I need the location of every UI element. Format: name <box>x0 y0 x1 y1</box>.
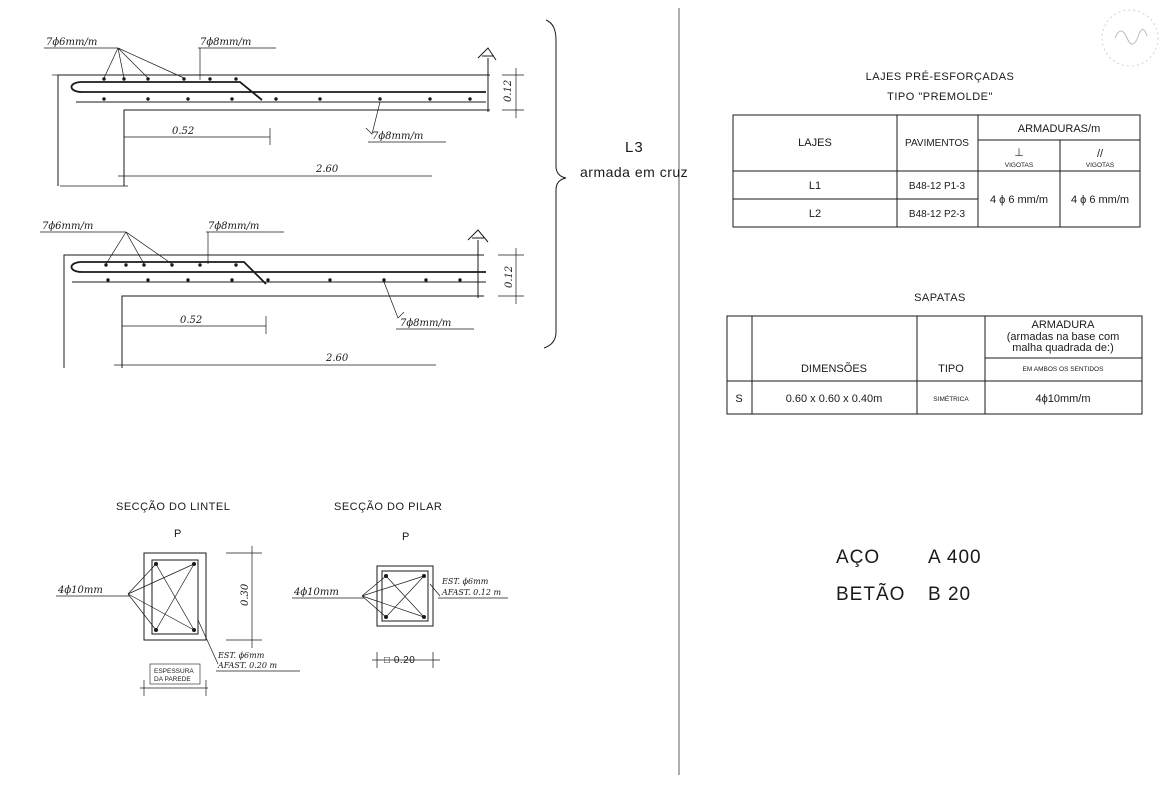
col-armaduras: ARMADURAS/m <box>1018 123 1101 135</box>
lintel-title: SECÇÃO DO LINTEL <box>116 500 230 513</box>
pillar-section: SECÇÃO DO PILAR P 4ϕ10mm EST. ϕ6mm AFAST… <box>292 500 508 668</box>
slabs-table-subtitle: TIPO "PREMOLDE" <box>887 91 993 103</box>
lintel-bars: 4ϕ10mm <box>57 585 103 596</box>
lintel-section: SECÇÃO DO LINTEL P 4ϕ10mm 0.30 EST. ϕ6mm… <box>56 500 300 696</box>
dim-thickness: 0.12 <box>504 266 515 288</box>
steel-label: AÇO <box>836 547 880 568</box>
concrete-label: BETÃO <box>836 583 905 605</box>
pillar-mark: P <box>402 531 410 543</box>
col-tipo: TIPO <box>938 363 964 375</box>
col-armadura: ARMADURA <box>1032 319 1096 331</box>
armadura-par: 4 ϕ 6 mm/m <box>1071 194 1129 206</box>
col-dimensoes: DIMENSÕES <box>801 362 867 375</box>
par-symbol: // <box>1097 148 1104 160</box>
steel-value: A 400 <box>928 547 982 568</box>
col-armadura-note-2: malha quadrada de:) <box>1012 342 1114 354</box>
slab-brace: L3 armada em cruz <box>543 19 688 349</box>
materials: AÇO A 400 BETÃO B 20 <box>836 547 982 605</box>
col-lajes: LAJES <box>798 137 832 149</box>
label-bars-top: 7ϕ8mm/m <box>200 37 251 48</box>
label-bars-bottom: 7ϕ8mm/m <box>400 318 451 329</box>
par-label: VIGOTAS <box>1086 162 1115 169</box>
label-bars-bottom: 7ϕ8mm/m <box>372 131 423 142</box>
wall-label-1: ESPESSURA <box>154 668 194 675</box>
slabs-table-title: LAJES PRÉ-ESFORÇADAS <box>866 70 1015 83</box>
label-bars-top: 7ϕ8mm/m <box>208 221 259 232</box>
row-pavimento: B48-12 P1-3 <box>909 181 966 192</box>
footing-dimensoes: 0.60 x 0.60 x 0.40m <box>786 393 883 405</box>
col-pavimentos: PAVIMENTOS <box>905 138 969 149</box>
slabs-table: LAJES PRÉ-ESFORÇADAS TIPO "PREMOLDE" LAJ… <box>732 70 1141 228</box>
pillar-spacing: AFAST. 0.12 m <box>441 588 501 597</box>
dim-short: 0.52 <box>180 315 202 326</box>
dim-short: 0.52 <box>172 126 194 137</box>
footing-mark: S <box>735 393 742 405</box>
col-armadura-note-1: (armadas na base com <box>1007 331 1120 343</box>
stamp-mark <box>1101 9 1159 67</box>
footings-table: SAPATAS DIMENSÕES TIPO ARMADURA (armadas… <box>726 292 1143 415</box>
footing-armadura: 4ϕ10mm/m <box>1035 393 1090 405</box>
wall-label-2: DA PAREDE <box>154 676 191 683</box>
concrete-value: B 20 <box>928 584 971 605</box>
row-laje: L1 <box>809 180 821 192</box>
pillar-stirrups: EST. ϕ6mm <box>441 577 489 586</box>
slab-section-bottom: 7ϕ6mm/m 7ϕ8mm/m 0.12 7ϕ8mm/m 0.52 2.60 <box>40 221 524 368</box>
label-bars-left: 7ϕ6mm/m <box>46 37 97 48</box>
pillar-side: □ 0.20 <box>384 655 415 666</box>
row-laje: L2 <box>809 208 821 220</box>
armadura-perp: 4 ϕ 6 mm/m <box>990 194 1048 206</box>
lintel-stirrups: EST. ϕ6mm <box>217 651 265 660</box>
footing-tipo: SIMÉTRICA <box>933 394 969 403</box>
lintel-height: 0.30 <box>240 583 251 606</box>
lintel-mark: P <box>174 528 182 540</box>
slab-section-top: 7ϕ6mm/m 7ϕ8mm/m 0.12 7ϕ8mm/m 0.52 2 <box>44 37 524 187</box>
dim-long: 2.60 <box>315 164 339 175</box>
slab-id: L3 <box>625 139 644 156</box>
perp-label: VIGOTAS <box>1005 162 1034 169</box>
slab-note: armada em cruz <box>580 164 688 180</box>
lintel-spacing: AFAST. 0.20 m <box>217 661 277 670</box>
label-bars-left: 7ϕ6mm/m <box>42 221 93 232</box>
pillar-title: SECÇÃO DO PILAR <box>334 500 442 513</box>
pillar-bars: 4ϕ10mm <box>293 587 339 598</box>
dim-long: 2.60 <box>325 353 349 364</box>
dim-thickness: 0.12 <box>503 80 514 102</box>
perp-symbol: ⊥ <box>1014 147 1024 159</box>
row-pavimento: B48-12 P2-3 <box>909 209 966 220</box>
footings-table-title: SAPATAS <box>914 292 966 304</box>
col-armadura-sub: EM AMBOS OS SENTIDOS <box>1023 366 1105 373</box>
